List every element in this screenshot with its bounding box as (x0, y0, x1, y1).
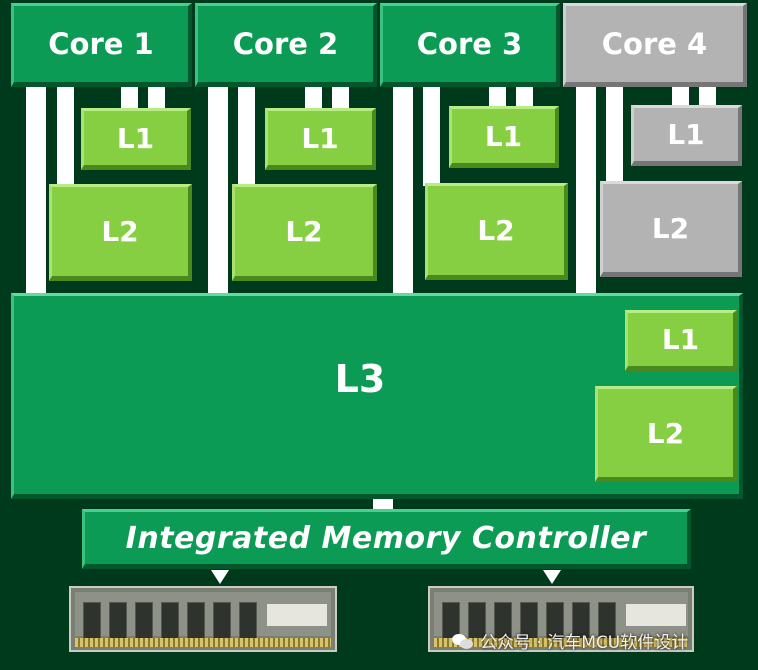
ram-chip (187, 602, 205, 640)
connector-bar (489, 86, 506, 110)
l3-embedded-l1-cache: L1 (625, 310, 737, 371)
connector-bar (121, 86, 138, 110)
core-3-box: Core 3 (380, 3, 560, 87)
connector-bar (26, 86, 46, 296)
core-4-l2-cache: L2 (600, 181, 742, 277)
l2-label: L2 (101, 215, 139, 248)
l2-label: L2 (651, 211, 690, 245)
connector-bar (373, 496, 393, 512)
wechat-icon (452, 632, 474, 650)
core-1-l1-cache: L1 (81, 108, 191, 170)
ram-pins (434, 638, 688, 647)
l2-label: L2 (646, 416, 685, 450)
arrow-down-icon (543, 570, 561, 584)
connector-bar (672, 86, 689, 110)
connector-bar (423, 86, 440, 186)
l3-label: L3 (334, 357, 386, 401)
ram-label-sticker (626, 604, 686, 626)
l1-label: L1 (301, 121, 339, 155)
l2-label: L2 (285, 215, 323, 248)
core-3-label: Core 3 (416, 27, 523, 61)
ram-module-left (69, 586, 337, 652)
core-3-l2-cache: L2 (425, 183, 568, 280)
ram-pcb (75, 592, 331, 640)
ram-label-sticker (267, 604, 327, 626)
connector-bar (699, 86, 716, 110)
core-4-box: Core 4 (563, 3, 747, 87)
l3-embedded-l2-cache: L2 (595, 386, 737, 482)
watermark-text: 公众号 · 汽车MCU软件设计 (480, 633, 689, 653)
ram-chip (83, 602, 101, 640)
memory-controller-box: Integrated Memory Controller (82, 509, 691, 569)
core-4-l1-cache: L1 (631, 105, 742, 166)
memory-controller-label: Integrated Memory Controller (125, 520, 647, 556)
connector-bar (238, 86, 255, 186)
core-2-label: Core 2 (232, 27, 339, 61)
core-1-box: Core 1 (11, 3, 192, 87)
core-2-l2-cache: L2 (232, 184, 377, 281)
connector-bar (606, 86, 623, 186)
ram-chip (135, 602, 153, 640)
core-3-l1-cache: L1 (449, 106, 559, 168)
connector-bar (393, 86, 413, 296)
watermark: 公众号 · 汽车MCU软件设计 (452, 628, 688, 653)
l1-label: L1 (661, 323, 700, 356)
l1-label: L1 (667, 118, 705, 151)
core-1-label: Core 1 (48, 27, 154, 61)
connector-bar (332, 86, 349, 110)
connector-bar (208, 86, 228, 296)
core-1-l2-cache: L2 (49, 184, 192, 281)
connector-bar (305, 86, 322, 110)
core-2-l1-cache: L1 (265, 108, 376, 170)
arrow-down-icon (211, 570, 229, 584)
l1-label: L1 (484, 119, 523, 153)
l1-label: L1 (116, 121, 155, 155)
ram-pcb (434, 592, 688, 640)
core-4-label: Core 4 (601, 27, 708, 61)
connector-bar (576, 86, 596, 296)
ram-pins (75, 638, 331, 647)
ram-chip (161, 602, 179, 640)
connector-bar (57, 86, 74, 186)
ram-chip (213, 602, 231, 640)
ram-chip (109, 602, 127, 640)
l2-label: L2 (477, 214, 515, 247)
ram-chip (239, 602, 257, 640)
connector-bar (516, 86, 533, 110)
core-2-box: Core 2 (195, 3, 377, 87)
connector-bar (148, 86, 165, 110)
